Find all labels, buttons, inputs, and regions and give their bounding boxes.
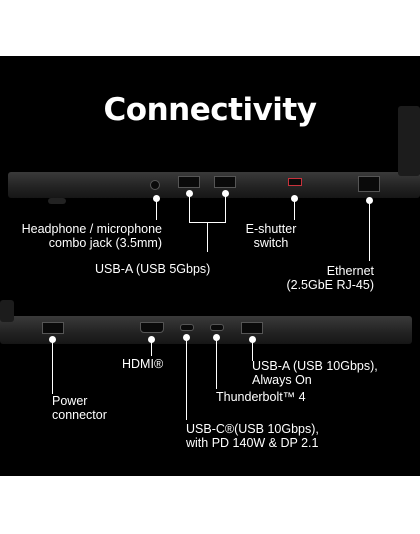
hdmi-port <box>140 322 164 333</box>
e-shutter-label: E-shutter switch <box>245 222 297 250</box>
ethernet-port <box>358 176 380 192</box>
power-connector-port <box>42 322 64 334</box>
e-shutter-switch <box>288 178 302 186</box>
headphone-jack-port <box>150 180 160 190</box>
hdmi-line <box>151 339 152 356</box>
ethernet-label: Ethernet (2.5GbE RJ-45) <box>286 264 374 292</box>
usb-a-line-1 <box>189 193 190 222</box>
headphone-label: Headphone / microphone combo jack (3.5mm… <box>21 222 162 250</box>
thunderbolt-line <box>216 337 217 389</box>
screen-hinge-top <box>398 106 420 176</box>
usb-c-label: USB-C®(USB 10Gbps), with PD 140W & DP 2.… <box>186 422 319 450</box>
usb-c-port <box>180 324 194 331</box>
laptop-foot-top <box>48 198 66 204</box>
usb-a-10gbps-port <box>241 322 263 334</box>
hdmi-label: HDMI® <box>122 357 164 371</box>
power-connector-label: Power connector <box>52 394 107 422</box>
usb-a-stem <box>207 222 208 252</box>
page-title: Connectivity <box>103 92 317 128</box>
thunderbolt-port <box>210 324 224 331</box>
usb-c-line <box>186 337 187 420</box>
ethernet-line <box>369 200 370 261</box>
headphone-line <box>156 198 157 220</box>
e-shutter-line <box>294 198 295 220</box>
product-feature-panel: Connectivity Headphone / microphone comb… <box>0 56 420 476</box>
usb-a-5gbps-port-2 <box>214 176 236 188</box>
usb-a-10gbps-line <box>252 339 253 361</box>
usb-a-line-2 <box>225 193 226 222</box>
usb-a-5gbps-label: USB-A (USB 5Gbps) <box>95 262 211 276</box>
thunderbolt-label: Thunderbolt™ 4 <box>216 390 306 404</box>
power-line <box>52 339 53 394</box>
laptop-side-view-bottom <box>0 316 412 344</box>
screen-hinge-bottom <box>0 300 14 322</box>
usb-a-5gbps-port-1 <box>178 176 200 188</box>
usb-a-10gbps-label: USB-A (USB 10Gbps), Always On <box>252 359 378 387</box>
